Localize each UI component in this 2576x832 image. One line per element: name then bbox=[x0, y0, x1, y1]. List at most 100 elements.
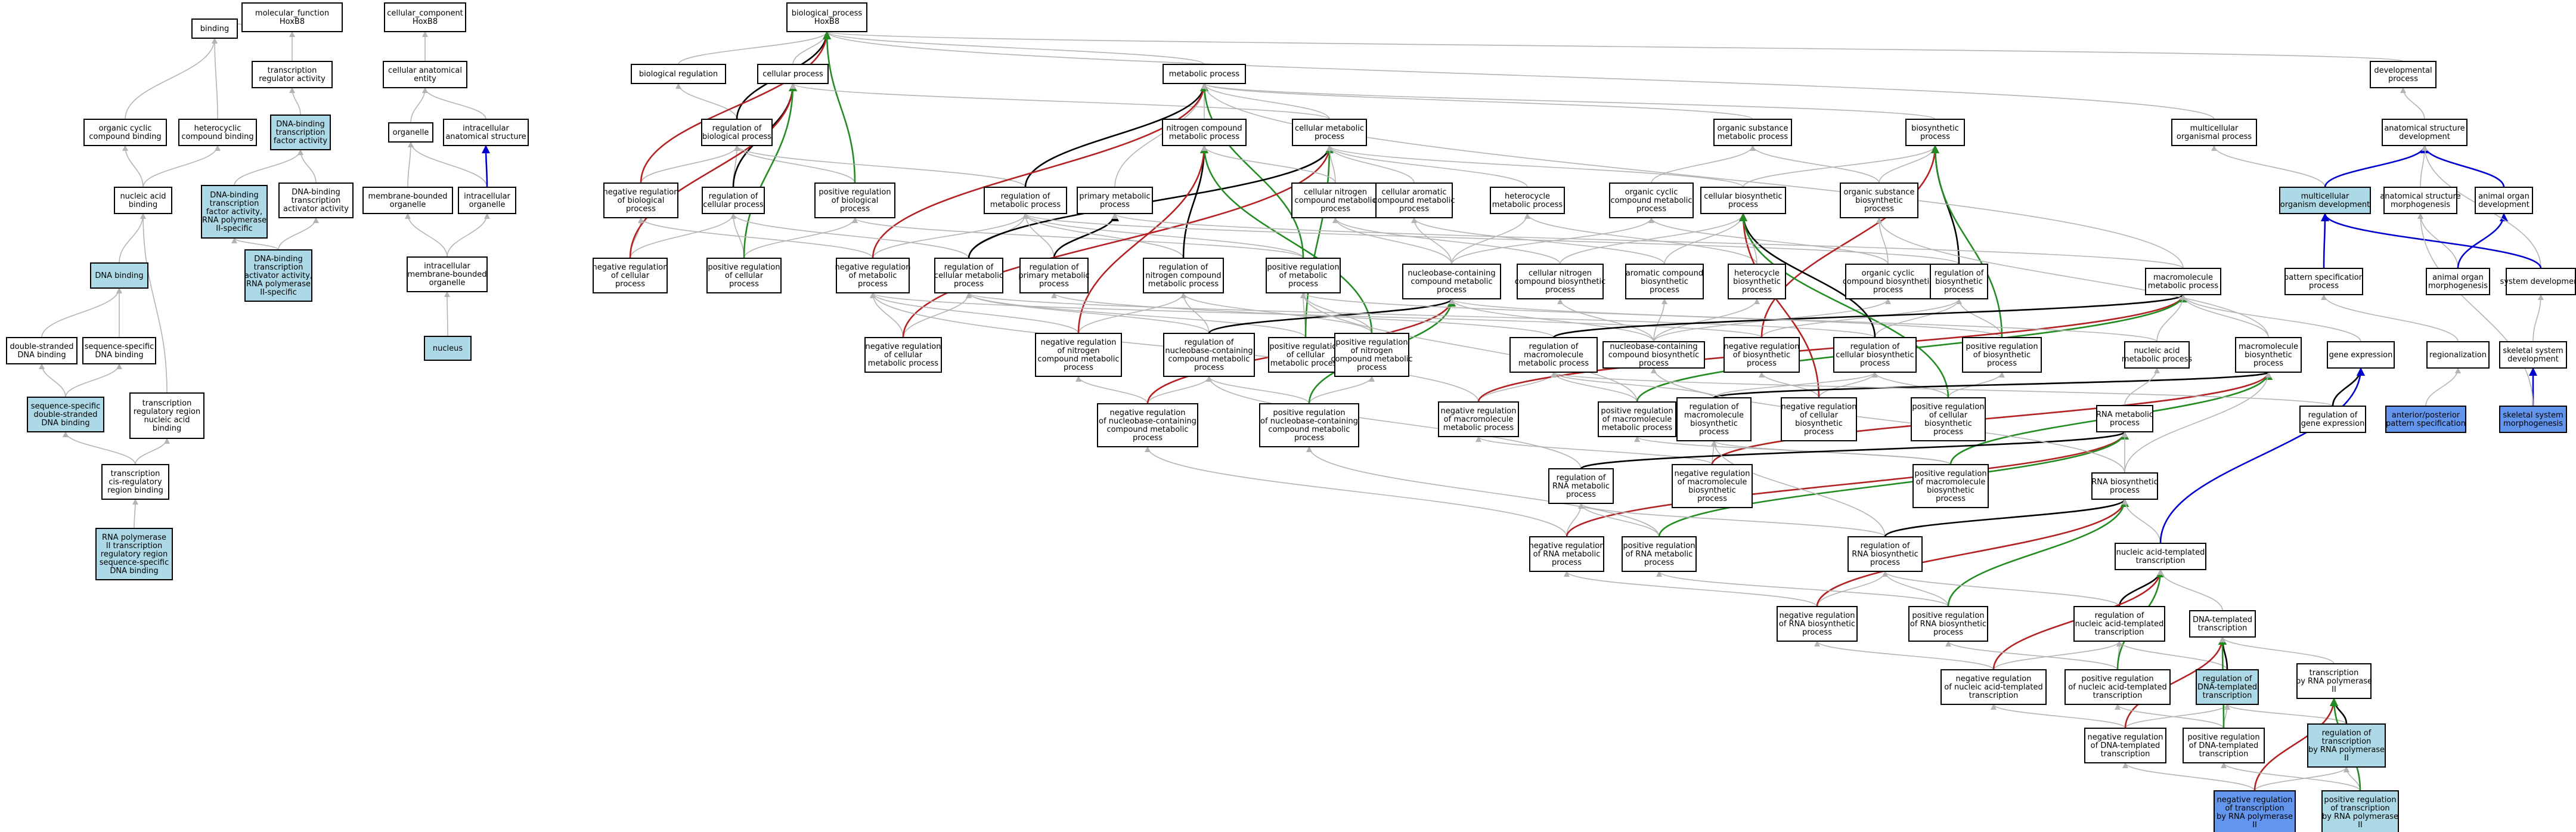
go-term-node[interactable]: regulation ofmacromoleculebiosyntheticpr… bbox=[1676, 397, 1752, 441]
go-term-node[interactable]: nucleus bbox=[424, 336, 472, 361]
go-term-node[interactable]: regionalization bbox=[2426, 341, 2490, 369]
go-term-node[interactable]: metabolic process bbox=[1163, 64, 1246, 84]
go-term-node[interactable]: binding bbox=[191, 18, 238, 39]
go-term-node[interactable]: system development bbox=[2500, 268, 2576, 295]
go-term-node[interactable]: cellular process bbox=[757, 64, 829, 84]
go-term-node[interactable]: biological regulation bbox=[631, 64, 726, 84]
go-term-node[interactable]: gene expression bbox=[2327, 341, 2395, 369]
go-term-node[interactable]: regulation ofnucleobase-containingcompou… bbox=[1163, 333, 1255, 377]
